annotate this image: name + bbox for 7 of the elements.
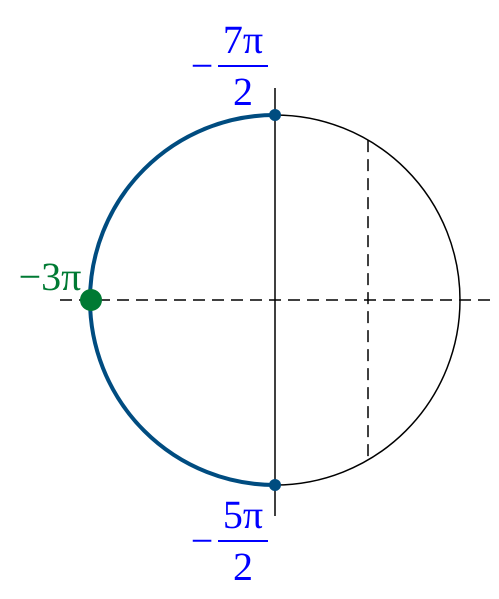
denominator: 2 (233, 547, 253, 587)
numerator: 7π (222, 20, 264, 60)
denominator: 2 (233, 72, 253, 112)
angle-label: −3π (18, 257, 82, 297)
minus-sign: − (190, 521, 214, 561)
numerator: 5π (222, 495, 264, 535)
minus-sign: − (190, 46, 214, 86)
